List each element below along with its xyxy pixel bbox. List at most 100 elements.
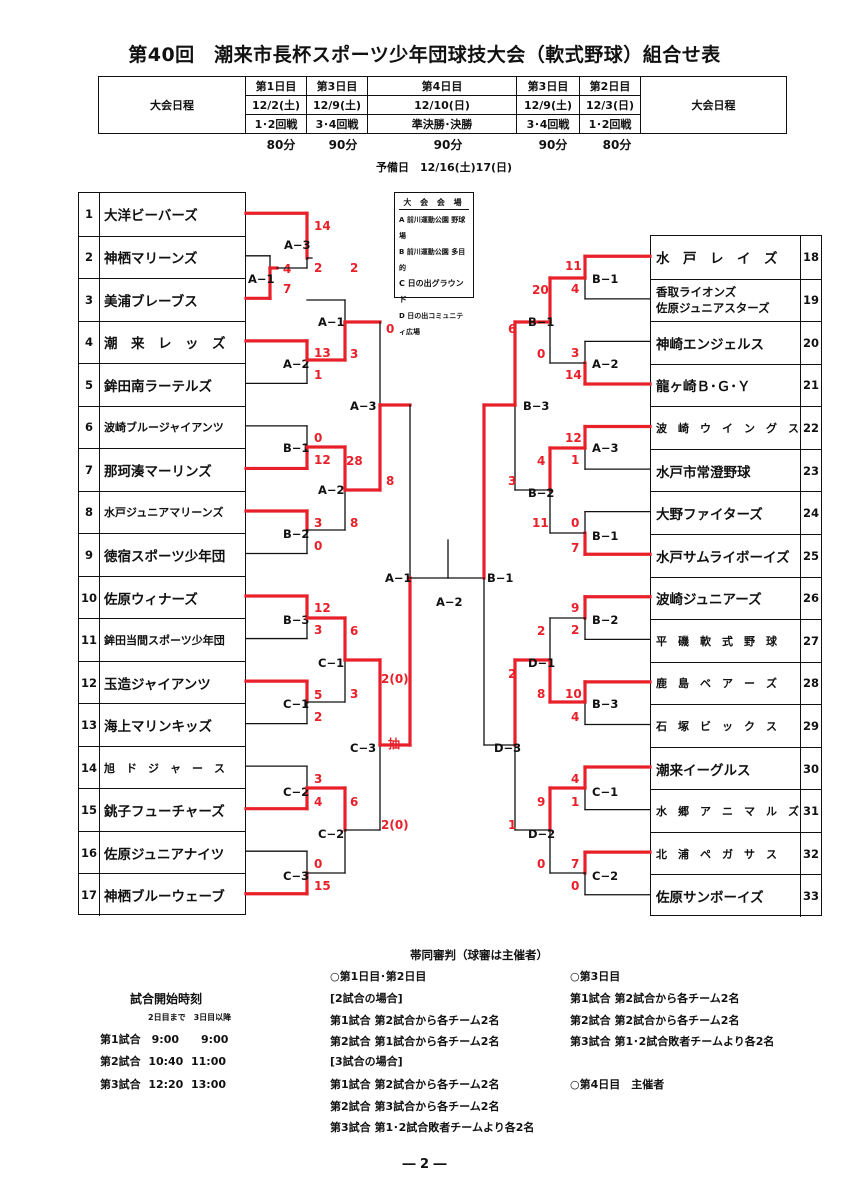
referee-col1-a2: 第2試合 第1試合から各チーム2名 — [330, 1035, 500, 1048]
match-label: C−2 — [318, 827, 344, 841]
start-times-row: 第2試合 10:40 11:00 — [100, 1055, 227, 1068]
team-number: 5 — [79, 364, 100, 406]
score-label: 0 — [386, 322, 394, 336]
score-label: 3 — [314, 516, 322, 530]
team-number: 31 — [800, 790, 821, 832]
score-label: 12 — [314, 601, 331, 615]
sched-minutes: 90分 — [328, 138, 358, 152]
team-row: 平 磯 軟 式 野 球 27 — [651, 619, 821, 662]
team-number: 15 — [79, 789, 100, 831]
start-times-sub: 2日目まで 3日目以降 — [148, 1013, 232, 1022]
page-number: ― 2 ― — [402, 1157, 447, 1172]
team-number: 28 — [800, 662, 821, 705]
team-number: 29 — [800, 705, 821, 747]
team-number: 17 — [79, 874, 100, 916]
score-label: 7 — [571, 541, 579, 555]
team-name: 鉾田南ラーテルズ — [104, 378, 212, 395]
referee-col1-title: ○第1日目･第2日目 — [330, 970, 427, 983]
team-name: 海上マリンキッズ — [104, 719, 212, 736]
match-label: A−2 — [283, 357, 310, 371]
team-number: 9 — [79, 534, 100, 576]
match-label: C−1 — [318, 656, 344, 670]
schedule-label-right: 大会日程 — [640, 76, 787, 134]
score-label: 4 — [571, 282, 579, 296]
team-number: 7 — [79, 449, 100, 491]
team-number: 24 — [800, 492, 821, 534]
match-label: B−1 — [592, 272, 618, 286]
sched-minutes: 80分 — [602, 138, 632, 152]
match-label: A−2 — [592, 357, 619, 371]
team-name: 香取ライオンズ 佐原ジュニアスターズ — [656, 285, 770, 316]
team-name: 水 郷 ア ニ マ ル ズ — [656, 805, 799, 819]
score-label: 13 — [314, 346, 331, 360]
match-label: B−1 — [487, 571, 513, 585]
score-label: 0 — [571, 879, 579, 893]
team-number: 21 — [800, 364, 821, 407]
match-label: C−2 — [283, 785, 309, 799]
venue-item: D 日の出コミュニティ広場 — [399, 312, 464, 336]
match-label: A−1 — [385, 571, 412, 585]
match-label: A−2 — [318, 483, 345, 497]
team-name: 平 磯 軟 式 野 球 — [656, 634, 777, 648]
match-label: B−2 — [528, 486, 554, 500]
team-number: 2 — [79, 236, 100, 279]
team-name: 佐原ウィナーズ — [104, 591, 198, 608]
score-label: 4 — [571, 710, 579, 724]
score-label: 20 — [532, 283, 549, 297]
team-name: 玉造ジャイアンツ — [104, 676, 211, 693]
referee-col1-a: [2試合の場合] — [330, 992, 403, 1005]
sched-date: 12/9(土) — [306, 95, 368, 115]
score-label: 8 — [386, 474, 394, 488]
match-label: A−3 — [350, 399, 377, 413]
team-name: 波崎ブルージャイアンツ — [104, 421, 224, 435]
match-label: B−3 — [592, 697, 618, 711]
team-name: 潮 来 レ ッ ズ — [104, 336, 226, 353]
score-label: 3 — [508, 474, 516, 488]
match-label: B−1 — [592, 529, 618, 543]
score-label: 14 — [565, 368, 582, 382]
score-label: 1 — [571, 453, 579, 467]
score-label: 11 — [565, 259, 582, 273]
match-label: A−3 — [592, 441, 619, 455]
score-label: 5 — [314, 688, 322, 702]
team-name: 水 戸 レ イ ズ — [656, 251, 778, 268]
team-name: 北 浦 ペ ガ サ ス — [656, 847, 777, 861]
score-label: 0 — [314, 539, 322, 553]
score-label: 7 — [571, 857, 579, 871]
score-label: 2(0) — [381, 672, 409, 686]
score-label: 9 — [571, 601, 579, 615]
team-name: 鹿 島 ベ ア ー ズ — [656, 677, 777, 691]
team-number: 19 — [800, 279, 821, 322]
score-label: 3 — [350, 347, 358, 361]
match-label: A−3 — [284, 238, 311, 252]
team-number: 1 — [79, 193, 100, 236]
team-name: 佐原ジュニアナイツ — [104, 846, 225, 863]
match-label: C−3 — [283, 869, 309, 883]
referee-col1-a1: 第1試合 第2試合から各チーム2名 — [330, 1014, 500, 1027]
reserve-day: 予備日 12/16(土)17(日) — [376, 161, 513, 174]
team-name: 波 崎 ウ イ ン グ ス — [656, 422, 799, 436]
match-label: B−3 — [523, 399, 549, 413]
start-times-title: 試合開始時刻 — [130, 992, 203, 1006]
match-label: A−2 — [436, 595, 463, 609]
team-name: 潮来イーグルス — [656, 762, 751, 779]
score-label: 4 — [537, 454, 545, 468]
team-name: 龍ヶ崎Ｂ･Ｇ･Ｙ — [656, 379, 751, 396]
team-number: 27 — [800, 620, 821, 662]
score-label: 2 — [508, 667, 516, 681]
